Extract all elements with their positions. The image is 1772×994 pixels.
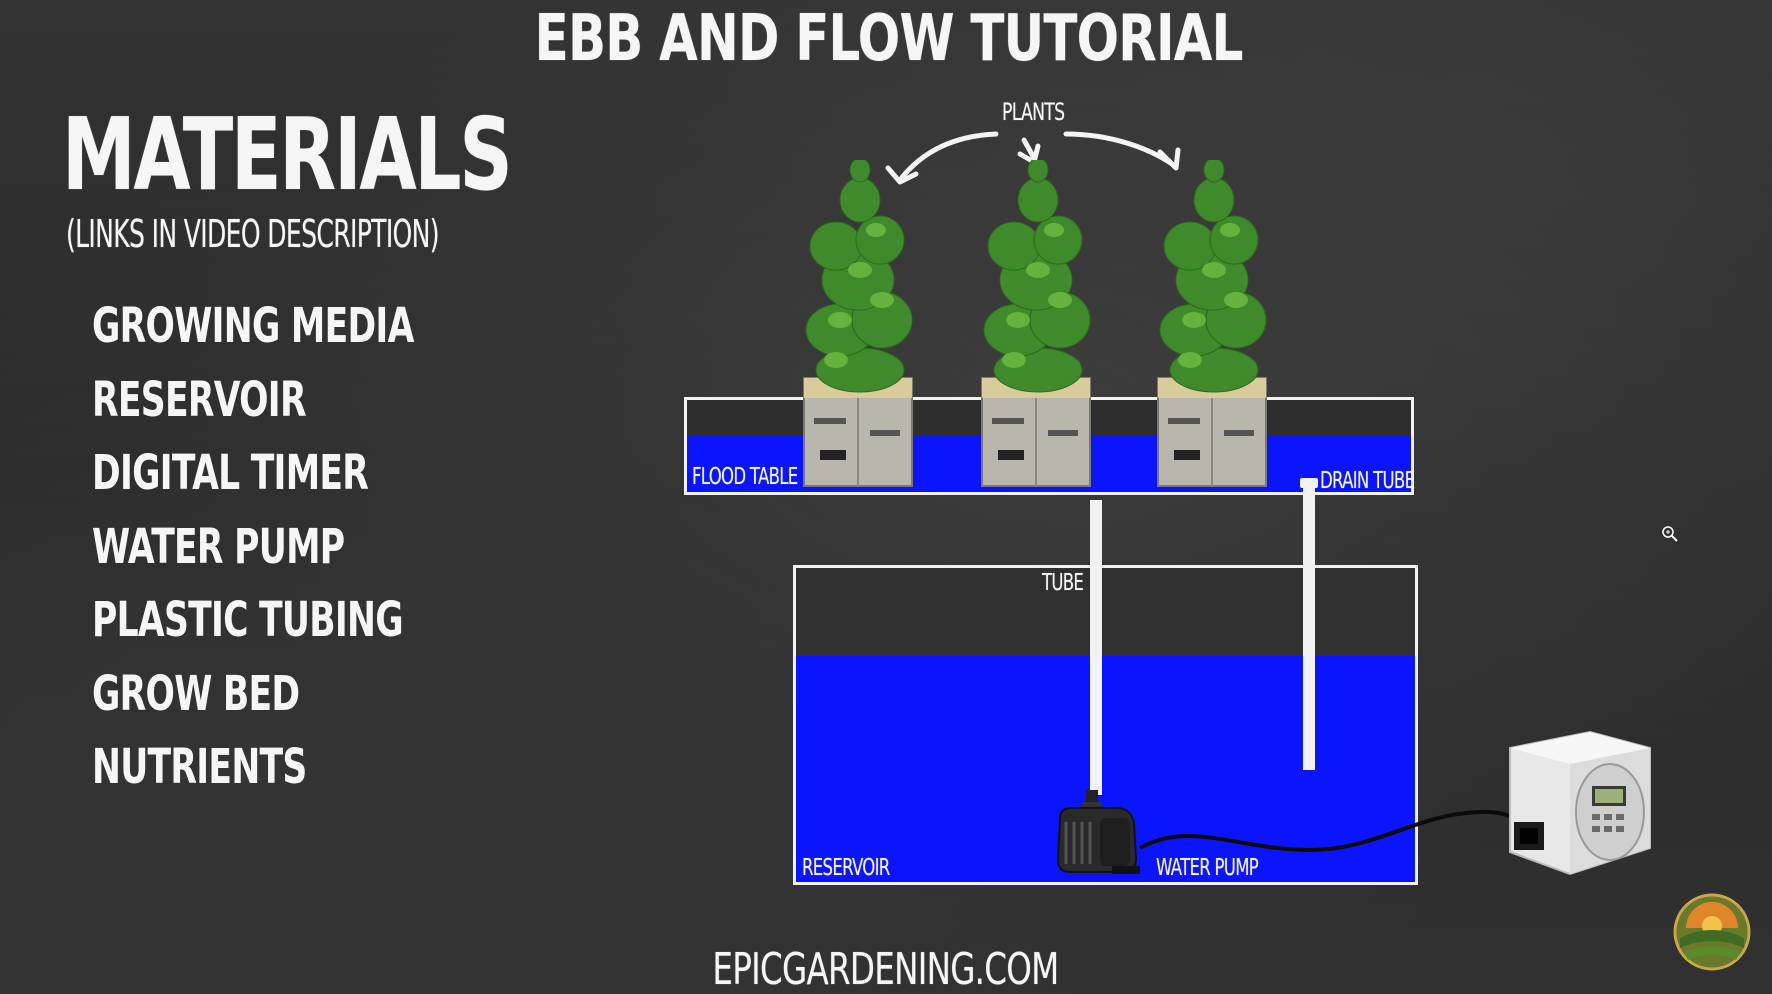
materials-list-item: WATER PUMP <box>92 518 345 575</box>
materials-subheading: (LINKS IN VIDEO DESCRIPTION) <box>66 212 440 256</box>
materials-list-item: GROW BED <box>92 665 300 722</box>
epic-gardening-logo-icon <box>1673 893 1751 971</box>
drain-tube-cap <box>1300 478 1318 488</box>
drain-tube <box>1303 480 1315 770</box>
arrow-left <box>897 131 999 183</box>
slide-title: EBB AND FLOW TUTORIAL <box>534 2 1244 76</box>
arrow-middle <box>1021 137 1037 161</box>
plant-left <box>803 160 913 487</box>
supply-tube <box>1090 500 1102 795</box>
materials-heading: MATERIALS <box>62 96 513 213</box>
arrow-left-head <box>885 165 919 185</box>
materials-list-item: DIGITAL TIMER <box>92 445 369 501</box>
materials-list-item: GROWING MEDIA <box>92 298 414 354</box>
arrow-right-head <box>1157 147 1181 171</box>
materials-list-item: PLASTIC TUBING <box>92 592 404 648</box>
drain-tube-label: DRAIN TUBE <box>1320 468 1415 494</box>
water-pump-icon <box>1056 790 1140 874</box>
power-cord <box>1139 809 1542 853</box>
reservoir-label: RESERVOIR <box>802 855 890 881</box>
plants-label: PLANTS <box>1002 98 1065 126</box>
flood-table-label: FLOOD TABLE <box>692 464 798 490</box>
materials-list-item: NUTRIENTS <box>92 739 307 795</box>
materials-list-item: RESERVOIR <box>92 371 307 428</box>
plant-right <box>1157 160 1267 487</box>
plants-arrows <box>885 131 1181 185</box>
zoom-cursor-icon <box>1662 526 1678 542</box>
plant-middle <box>981 160 1091 487</box>
materials-list: GROWING MEDIA RESERVOIR DIGITAL TIMER WA… <box>92 296 539 811</box>
tube-label: TUBE <box>1042 570 1084 596</box>
website-footer[interactable]: EPICGARDENING.COM <box>712 944 1059 994</box>
water-pump-label: WATER PUMP <box>1156 855 1259 881</box>
digital-timer-icon <box>1509 730 1651 876</box>
